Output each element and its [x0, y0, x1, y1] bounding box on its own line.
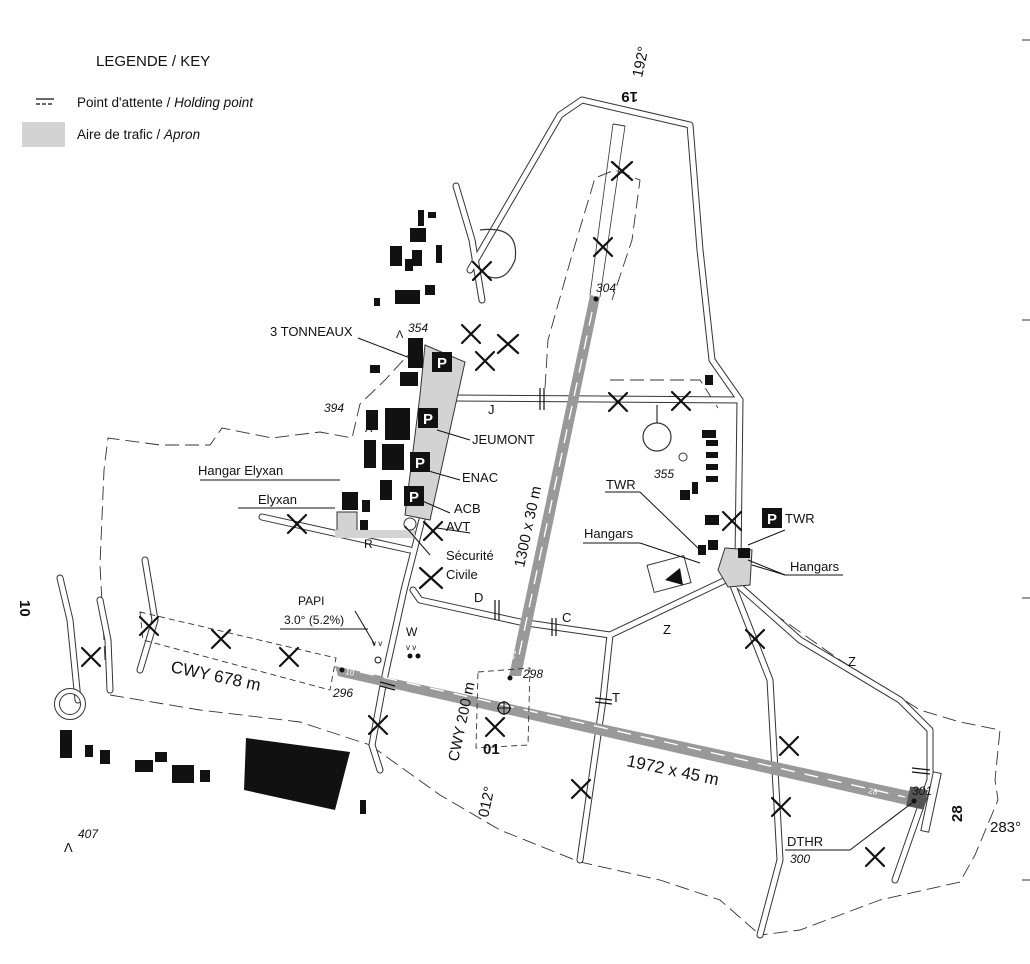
legend-title: LEGENDE / KEY	[96, 53, 210, 70]
rwy19-heading: 192°	[629, 45, 652, 79]
legend-holding-point: Point d'attente / Holding point	[77, 95, 254, 110]
closed-x-icon	[592, 236, 614, 258]
papi-label: PAPI	[298, 594, 324, 608]
label-hangar-elyxan: Hangar Elyxan	[198, 463, 283, 478]
dthr-value: 300	[790, 852, 810, 866]
closed-x-icon	[744, 628, 766, 650]
leader-lines	[200, 337, 913, 851]
closed-x-icon	[778, 735, 800, 757]
label-enac: ENAC	[462, 470, 498, 485]
holding-point-icon	[36, 98, 54, 105]
papi-lights: v v v v	[339, 296, 917, 804]
obstacle-icon: Λ	[64, 840, 73, 855]
closed-markings	[80, 160, 886, 868]
svg-text:28: 28	[868, 786, 879, 797]
closed-x-icon	[770, 796, 792, 818]
closed-x-icon	[864, 846, 886, 868]
label-twr-left: TWR	[606, 477, 636, 492]
taxiway-r: R	[364, 537, 373, 551]
rwy10-label: 10	[16, 600, 33, 617]
apron-swatch	[22, 122, 65, 147]
label-jeumont: JEUMONT	[472, 432, 535, 447]
closed-x-icon	[484, 716, 506, 738]
legend-apron: Aire de trafic / Apron	[77, 127, 200, 142]
closed-x-icon	[367, 714, 389, 736]
parking-p-icon: P	[409, 489, 419, 506]
rwy28-heading: 283°	[990, 819, 1021, 836]
legend: LEGENDE / KEY Point d'attente / Holding …	[22, 53, 254, 147]
closed-x-icon	[278, 646, 300, 668]
taxiway-z-2: Z	[848, 654, 856, 669]
rwy28-label: 28	[949, 805, 966, 822]
cwy-west: CWY 678 m	[169, 657, 262, 695]
parking-p-icon: P	[415, 455, 425, 472]
closed-x-icon	[210, 628, 232, 650]
parking-p-icon: P	[437, 355, 447, 372]
label-avt: AVT	[446, 519, 470, 534]
runways: 19 01 10 28	[139, 123, 942, 833]
buildings	[60, 210, 750, 814]
elev-298: 298	[522, 667, 543, 681]
taxiway-c: C	[562, 610, 571, 625]
margin-ticks	[1022, 39, 1030, 881]
svg-text:v v: v v	[406, 643, 416, 652]
rwy01-label: 01	[483, 741, 500, 758]
svg-text:v v: v v	[372, 639, 382, 648]
elev-394: 394	[324, 401, 344, 415]
label-hangars-right: Hangars	[790, 559, 840, 574]
taxiway-z-1: Z	[663, 622, 671, 637]
closed-x-icon	[286, 513, 308, 535]
closed-x-icon	[422, 520, 444, 542]
papi-angle: 3.0° (5.2%)	[284, 613, 344, 627]
closed-x-icon	[460, 323, 482, 345]
holding-points	[379, 388, 931, 775]
label-twr-right: TWR	[785, 511, 815, 526]
elev-354: 354	[408, 321, 428, 335]
closed-x-icon	[471, 260, 493, 282]
label-securite: Sécurité	[446, 548, 494, 563]
taxiway-j: J	[488, 402, 495, 417]
perimeter-fence	[99, 169, 1001, 936]
parking-p-icon: P	[767, 511, 777, 528]
parking-p-icon: P	[423, 411, 433, 428]
label-elyxan: Elyxan	[258, 492, 297, 507]
closed-x-icon	[80, 646, 102, 668]
closed-x-icon	[670, 390, 692, 412]
labels: 192° 19 304 3 TONNEAUX 354 394 J JEUMONT…	[16, 45, 1021, 866]
label-3-tonneaux: 3 TONNEAUX	[270, 324, 353, 339]
elev-296: 296	[332, 686, 353, 700]
taxiway-w: W	[406, 625, 418, 639]
obstacle-icon: Λ	[396, 329, 404, 341]
parking-symbols: P P P P P	[404, 352, 782, 528]
label-civile: Civile	[446, 567, 478, 582]
taxiway-d: D	[474, 590, 483, 605]
closed-x-icon	[496, 333, 520, 355]
closed-x-icon	[138, 615, 160, 637]
closed-x-icon	[418, 566, 444, 590]
obstacle-icon: Λ	[365, 423, 373, 435]
label-acb: ACB	[454, 501, 481, 516]
svg-text:10: 10	[345, 667, 356, 678]
closed-x-icon	[570, 778, 592, 800]
closed-x-icon	[474, 350, 496, 372]
taxiway-t: T	[612, 690, 620, 705]
elev-407: 407	[78, 827, 99, 841]
closed-x-icon	[721, 510, 743, 532]
dthr-label: DTHR	[787, 834, 823, 849]
elev-355: 355	[654, 467, 674, 481]
svg-text:01: 01	[506, 649, 518, 661]
elev-301: 301	[912, 784, 932, 798]
label-hangars-left: Hangars	[584, 526, 634, 541]
runway-10-28	[335, 666, 923, 808]
taxiway-network	[54, 96, 934, 939]
rwy19-label: 19	[621, 88, 638, 105]
rwy01-heading: 012°	[475, 785, 498, 819]
closed-x-icon	[610, 160, 634, 182]
elev-304: 304	[596, 281, 616, 295]
svg-text:19: 19	[577, 307, 589, 319]
closed-x-icon	[607, 391, 629, 413]
